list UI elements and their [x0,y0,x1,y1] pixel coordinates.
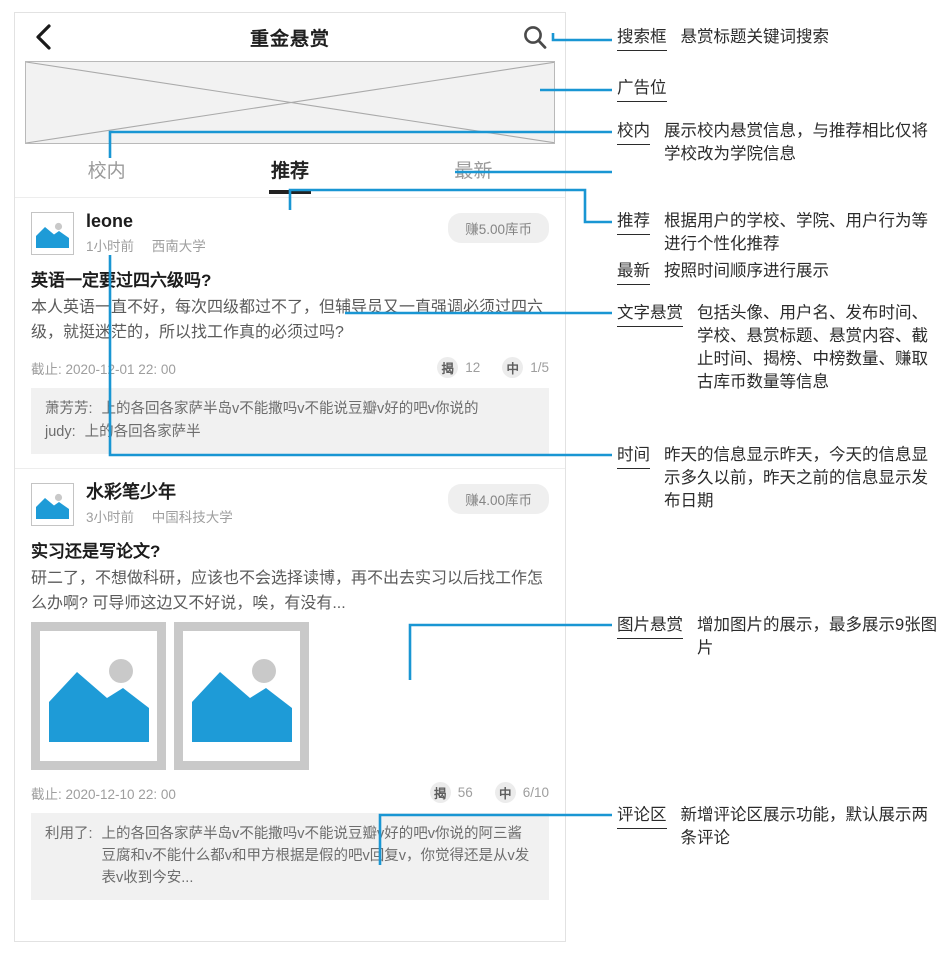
tab-campus[interactable]: 校内 [15,156,198,185]
reveal-count: 56 [457,785,473,800]
comment-author: 萧芳芳: [45,401,93,417]
list-item: 萧芳芳: 上的各回各家萨半岛v不能撒吗v不能说豆瓣v好的吧v你说的 [45,398,535,420]
chevron-left-icon[interactable] [29,22,57,52]
post-stats-row: 截止: 2020-12-10 22: 00 揭 56 中 6/10 [31,782,549,803]
post-username: leone [86,211,134,231]
post-header: 水彩笔少年 3小时前 中国科技大学 赚4.00库币 [31,481,549,526]
hit-icon: 中 [502,357,524,378]
hit-count: 1/5 [530,360,549,375]
post-title: 实习还是写论文? [31,542,161,561]
annotation-term: 最新 [617,260,650,285]
reveal-stat: 揭 12 [437,357,480,378]
annotation-desc: 按照时间顺序进行展示 [664,262,829,280]
post-time: 1小时前 [86,239,135,254]
comment-author: 利用了: [45,826,93,842]
active-tab-underline [268,190,311,194]
annotation-desc: 根据用户的学校、学院、用户行为等进行个性化推荐 [664,212,928,253]
post-user-block: 水彩笔少年 3小时前 中国科技大学 [86,481,233,526]
tab-latest[interactable]: 最新 [382,156,565,185]
post-deadline: 截止: 2020-12-01 22: 00 [31,361,176,377]
annotation-desc: 包括头像、用户名、发布时间、学校、悬赏标题、悬赏内容、截止时间、揭榜、中榜数量、… [697,304,928,391]
annotation-image-bounty: 图片悬赏 增加图片的展示，最多展示9张图片 [617,614,939,660]
annotation-term: 时间 [617,444,650,469]
comment-text: 上的各回各家萨半岛v不能撒吗v不能说豆瓣v好的吧v你说的阿三酱豆腐和v不能什么都… [101,826,530,886]
annotation-desc: 增加图片的展示，最多展示9张图片 [697,616,938,657]
comment-area[interactable]: 萧芳芳: 上的各回各家萨半岛v不能撒吗v不能说豆瓣v好的吧v你说的 judy: … [31,388,549,454]
annotation-term: 搜索框 [617,26,667,51]
earn-badge[interactable]: 赚5.00库币 [448,213,549,243]
avatar[interactable] [31,483,74,526]
annotation-ad: 广告位 [617,77,939,102]
comment-text: 上的各回各家萨半岛v不能撒吗v不能说豆瓣v好的吧v你说的 [101,401,479,417]
list-item: 利用了: 上的各回各家萨半岛v不能撒吗v不能说豆瓣v好的吧v你说的阿三酱豆腐和v… [45,823,535,889]
comment-text: 上的各回各家萨半 [84,424,201,440]
post-header: leone 1小时前 西南大学 赚5.00库币 [31,210,549,255]
annotation-desc: 昨天的信息显示昨天，今天的信息显示多久以前，昨天之前的信息显示发布日期 [664,446,928,510]
annotation-term: 广告位 [617,77,667,102]
annotation-desc: 展示校内悬赏信息，与推荐相比仅将学校改为学院信息 [664,122,928,163]
hit-count: 6/10 [522,785,549,800]
post-user-block: leone 1小时前 西南大学 [86,210,206,255]
annotation-desc: 悬赏标题关键词搜索 [680,28,830,46]
image-placeholder[interactable] [174,622,309,770]
tab-recommend-label: 推荐 [270,161,309,182]
post-school: 中国科技大学 [151,510,233,525]
post-time: 3小时前 [86,510,135,525]
annotation-latest: 最新 按照时间顺序进行展示 [617,260,939,285]
post-username: 水彩笔少年 [86,482,176,502]
comment-author: judy: [45,424,76,440]
feed-tabs: 校内 推荐 最新 [15,144,565,198]
post-card[interactable]: 水彩笔少年 3小时前 中国科技大学 赚4.00库币 实习还是写论文? 研二了，不… [15,469,565,914]
tab-campus-label: 校内 [87,161,126,182]
post-title: 英语一定要过四六级吗? [31,271,212,290]
navbar: 重金悬赏 [15,13,565,61]
phone-mockup: 重金悬赏 校内 推荐 [14,12,566,942]
annotation-text-bounty: 文字悬赏 包括头像、用户名、发布时间、学校、悬赏标题、悬赏内容、截止时间、揭榜、… [617,302,939,394]
annotation-term: 推荐 [617,210,650,235]
ad-banner-wrap [15,61,565,144]
hit-icon: 中 [494,782,516,803]
annotation-time: 时间 昨天的信息显示昨天，今天的信息显示多久以前，昨天之前的信息显示发布日期 [617,444,939,513]
post-stats-row: 截止: 2020-12-01 22: 00 揭 12 中 1/5 [31,357,549,378]
image-placeholder[interactable] [31,622,166,770]
annotation-desc: 新增评论区展示功能，默认展示两条评论 [680,806,929,847]
search-icon[interactable] [521,23,549,51]
earn-badge[interactable]: 赚4.00库币 [448,484,549,514]
reveal-count: 12 [465,360,481,375]
reveal-icon: 揭 [429,782,451,803]
post-body: 研二了，不想做科研，应该也不会选择读博，再不出去实习以后找工作怎么办啊? 可导师… [31,570,544,612]
annotation-campus: 校内 展示校内悬赏信息，与推荐相比仅将学校改为学院信息 [617,120,939,166]
post-meta: 1小时前 西南大学 [86,235,206,255]
post-school: 西南大学 [151,239,206,254]
post-body: 本人英语一直不好，每次四级都过不了，但辅导员又一直强调必须过四六级，就挺迷茫的，… [31,299,544,341]
reveal-stat: 揭 56 [429,782,473,803]
annotation-term: 文字悬赏 [617,302,683,327]
reveal-icon: 揭 [437,357,459,378]
hit-stat: 中 6/10 [494,782,549,803]
tab-recommend[interactable]: 推荐 [198,156,381,194]
avatar[interactable] [31,212,74,255]
annotation-term: 校内 [617,120,650,145]
post-image-grid [31,622,549,770]
annotation-recommend: 推荐 根据用户的学校、学院、用户行为等进行个性化推荐 [617,210,939,256]
page-title: 重金悬赏 [249,28,330,50]
tab-latest-label: 最新 [454,161,493,182]
post-feed: leone 1小时前 西南大学 赚5.00库币 英语一定要过四六级吗? 本人英语… [15,198,565,914]
annotation-search: 搜索框 悬赏标题关键词搜索 [617,26,939,51]
comment-area[interactable]: 利用了: 上的各回各家萨半岛v不能撒吗v不能说豆瓣v好的吧v你说的阿三酱豆腐和v… [31,813,549,900]
list-item: judy: 上的各回各家萨半 [45,421,535,443]
post-card[interactable]: leone 1小时前 西南大学 赚5.00库币 英语一定要过四六级吗? 本人英语… [15,198,565,469]
post-meta: 3小时前 中国科技大学 [86,506,233,526]
annotation-term: 评论区 [617,804,667,829]
annotation-term: 图片悬赏 [617,614,683,639]
post-deadline: 截止: 2020-12-10 22: 00 [31,786,176,802]
annotation-comments: 评论区 新增评论区展示功能，默认展示两条评论 [617,804,939,850]
ad-placeholder[interactable] [25,61,555,144]
hit-stat: 中 1/5 [502,357,549,378]
